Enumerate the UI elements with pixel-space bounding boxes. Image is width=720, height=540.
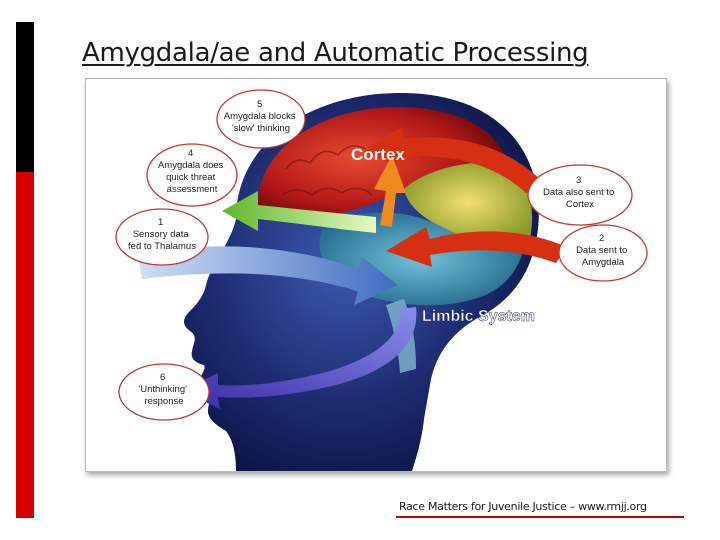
- arrow-block-orange: [374, 155, 406, 227]
- step-5-line-1: Amygdala blocks: [224, 111, 296, 122]
- svg-text:2 Data sent to: 2 Data sent to Amygdala: [576, 233, 630, 268]
- svg-text:1 Sensory data: 1 Sensory data fed to Thalamus: [128, 217, 196, 252]
- step-1-number: 1: [158, 217, 163, 228]
- step-5-line-2: 'slow' thinking: [232, 123, 290, 134]
- footer-rule: [396, 516, 684, 518]
- step-bubble-2: 2 Data sent to Amygdala: [558, 224, 648, 282]
- step-1-line-1: Sensory data: [133, 229, 190, 240]
- decor-bar-red: [16, 172, 34, 518]
- arrow-threat-green: [222, 191, 376, 233]
- svg-text:6 'Unthinking': 6 'Unthinking' response: [138, 372, 189, 407]
- brain-diagram-frame: Cortex Limbic System 5 Amygdala blocks '…: [85, 78, 667, 472]
- svg-text:4 Amygdala does: 4 Amygdala does quick threat assessment: [158, 148, 226, 195]
- step-3-line-2: Cortex: [566, 199, 594, 210]
- step-4-line-3: assessment: [167, 184, 218, 195]
- occipital-region: [404, 161, 533, 244]
- step-3-number: 3: [576, 175, 581, 186]
- step-2-number: 2: [599, 233, 604, 244]
- cortex-label: Cortex: [351, 145, 405, 164]
- footer-credit: Race Matters for Juvenile Justice – www.…: [399, 500, 647, 513]
- step-4-line-1: Amygdala does: [158, 160, 224, 171]
- arrow-to-amygdala-red: [386, 227, 566, 267]
- arrow-sensory-blue: [138, 246, 398, 305]
- cortex-region: [257, 106, 506, 221]
- step-2-line-1: Data sent to: [576, 245, 627, 256]
- step-bubble-1: 1 Sensory data fed to Thalamus: [115, 208, 209, 266]
- step-6-line-1: 'Unthinking': [138, 384, 187, 395]
- svg-text:5 Amygdala blocks: 5 Amygdala blocks 'slow' thinking: [224, 99, 298, 134]
- step-2-line-2: Amygdala: [582, 257, 625, 268]
- step-4-number: 4: [188, 148, 193, 159]
- step-5-number: 5: [257, 99, 262, 110]
- step-4-line-2: quick threat: [166, 172, 215, 183]
- svg-text:3 Data also sent to: 3 Data also sent to Cortex: [543, 175, 617, 210]
- step-bubble-5: 5 Amygdala blocks 'slow' thinking: [216, 89, 306, 149]
- limbic-label: Limbic System: [422, 308, 535, 325]
- step-bubble-4: 4 Amygdala does quick threat assessment: [146, 143, 238, 207]
- slide-title: Amygdala/ae and Automatic Processing: [82, 38, 589, 68]
- step-1-line-2: fed to Thalamus: [128, 241, 196, 252]
- step-bubble-6: 6 'Unthinking' response: [118, 363, 210, 421]
- step-6-number: 6: [160, 372, 165, 383]
- step-3-line-1: Data also sent to: [543, 187, 614, 198]
- decor-bar-black: [16, 22, 34, 172]
- brain-diagram: Cortex Limbic System 5 Amygdala blocks '…: [115, 89, 648, 471]
- step-6-line-2: response: [144, 396, 183, 407]
- arrow-to-cortex-red: [362, 127, 544, 193]
- step-bubble-3: 3 Data also sent to Cortex: [527, 164, 633, 226]
